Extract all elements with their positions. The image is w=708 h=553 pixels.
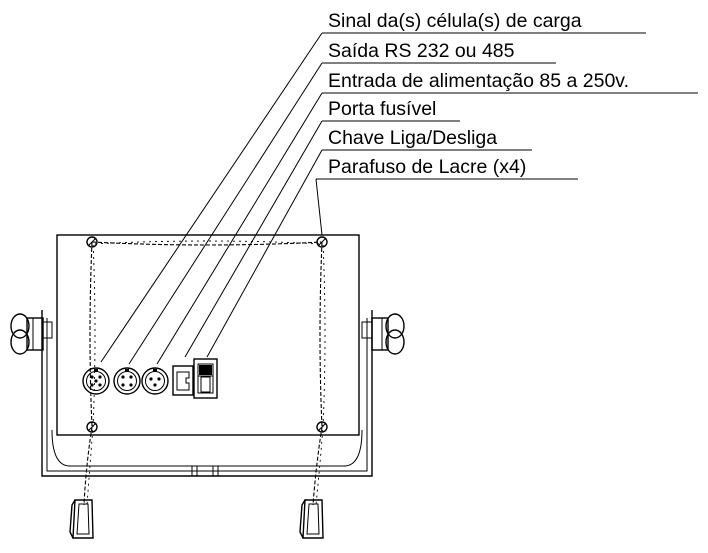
- label-load-cell-signal: Sinal da(s) célula(s) de carga: [100, 10, 646, 363]
- left-knob-body: [26, 317, 44, 351]
- rear-panel: [56, 234, 360, 436]
- seal-screw-bottom-right: [316, 421, 328, 433]
- seal-screw-top-right: [316, 236, 328, 248]
- leader-load-cell-signal: [100, 32, 323, 363]
- seal-wire-left-tail-twist: [86, 426, 94, 506]
- indicator-housing: [41, 234, 373, 477]
- right-knob-body: [371, 317, 389, 351]
- seal-wire-right-twist: [322, 241, 326, 428]
- label-load-cell-signal-text: Sinal da(s) célula(s) de carga: [328, 10, 582, 32]
- left-knob-lobe-bottom: [10, 329, 30, 355]
- seal-wire-left-twist: [92, 241, 96, 428]
- label-fuse-holder: Porta fusível: [184, 98, 460, 358]
- seal-wire-left: [89, 241, 93, 428]
- label-power-switch: Chave Liga/Desliga: [206, 127, 532, 358]
- right-knob-lobe-top: [385, 313, 405, 339]
- seal-wire: [83, 240, 326, 506]
- load-cell-connector: [82, 367, 110, 395]
- power-input-connector: [141, 367, 169, 395]
- label-power-input-text: Entrada de alimentação 85 a 250v.: [328, 70, 629, 92]
- lead-seal-left: [69, 499, 94, 539]
- label-fuse-holder-text: Porta fusível: [328, 98, 436, 120]
- leader-seal-screw: [315, 178, 323, 236]
- leader-power-switch: [206, 149, 323, 358]
- label-seal-screw: Parafuso de Lacre (x4): [315, 156, 578, 236]
- label-seal-screw-text: Parafuso de Lacre (x4): [328, 156, 526, 178]
- seal-screw-bottom-left: [86, 421, 98, 433]
- rs-output-connector: [113, 367, 141, 395]
- label-power-input: Entrada de alimentação 85 a 250v.: [156, 70, 698, 365]
- leader-rs-output: [128, 62, 323, 365]
- right-knob-lobe-bottom: [385, 329, 405, 355]
- seal-wire-right-tail-twist: [315, 426, 324, 506]
- seal-wire-right-tail: [312, 426, 323, 506]
- label-rs-output: Saída RS 232 ou 485: [128, 40, 556, 365]
- seal-wire-top-twist: [91, 240, 323, 245]
- lead-seal-right: [299, 499, 324, 539]
- label-rs-output-text: Saída RS 232 ou 485: [328, 40, 515, 62]
- bottom-foot: [191, 465, 219, 477]
- seal-screw-top-left: [86, 236, 98, 248]
- leader-fuse-holder: [184, 120, 323, 358]
- fuse-holder: [172, 365, 194, 396]
- power-switch: [193, 358, 218, 399]
- left-knob-lobe-top: [10, 313, 30, 339]
- left-knob: [10, 313, 53, 355]
- seal-wire-left-tail: [83, 426, 93, 506]
- label-power-switch-text: Chave Liga/Desliga: [328, 127, 497, 149]
- left-knob-shaft: [41, 321, 53, 339]
- right-knob: [361, 313, 405, 355]
- leader-power-input: [156, 92, 323, 365]
- seal-wire-top: [91, 241, 323, 246]
- stand-bracket-inner: [46, 318, 368, 472]
- seal-wire-right: [319, 241, 323, 428]
